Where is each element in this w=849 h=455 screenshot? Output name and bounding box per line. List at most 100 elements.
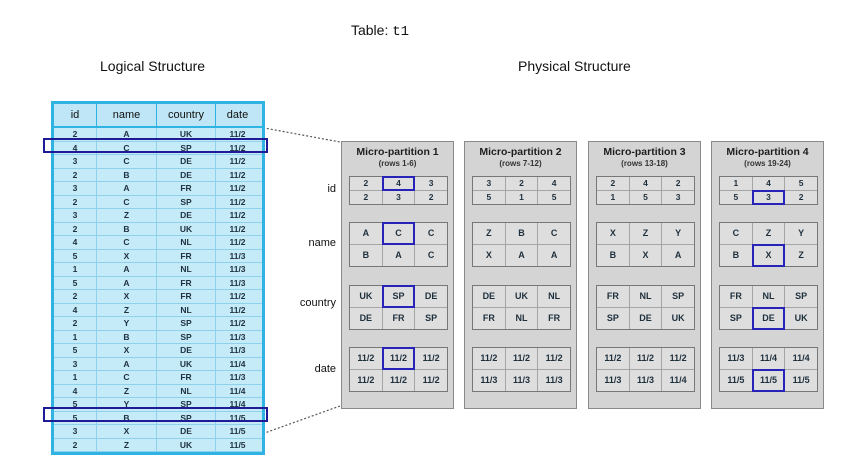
table-cell: 11/2 — [229, 291, 246, 301]
partition-cell: X — [751, 244, 786, 267]
table-cell: 11/5 — [229, 426, 246, 436]
partition-cell: 11/5 — [751, 369, 786, 392]
table-cell: 5 — [54, 249, 97, 262]
table-cell: DE — [157, 425, 216, 438]
partition-cell: C — [415, 245, 447, 266]
table-cell: Z — [97, 303, 157, 316]
table-cell: 4 — [54, 141, 97, 154]
partition-cell: FR — [720, 286, 752, 307]
partition-cell: 11/2 — [415, 370, 447, 391]
table-cell: 3 — [54, 182, 97, 195]
partition-cell: 3 — [382, 191, 415, 204]
table-cell: NL — [157, 384, 216, 397]
row-label-id: id — [327, 183, 336, 195]
partition-cell: FR — [597, 286, 629, 307]
partition-cell: C — [538, 223, 570, 244]
partition-cell: Z — [629, 223, 662, 244]
partition-cell: SP — [381, 285, 416, 308]
partition-cell: Z — [473, 223, 505, 244]
table-cell: 11/2 — [229, 210, 246, 220]
table-cell: 5 — [54, 276, 97, 289]
partition-cell: C — [381, 222, 416, 245]
table-cell: UK — [157, 438, 216, 451]
table-cell: 11/5 — [229, 412, 246, 423]
table-cell: DE — [157, 209, 216, 222]
table-cell: FR — [157, 182, 216, 195]
physical-structure-label: Physical Structure — [518, 58, 631, 74]
partition-cell: FR — [538, 308, 570, 329]
partition-cell: Y — [785, 223, 817, 244]
table-cell: 11/2 — [229, 237, 246, 247]
table-cell: DE — [157, 168, 216, 181]
table-cell: 2 — [54, 168, 97, 181]
partition-cell: B — [720, 245, 752, 266]
partition-cell: DE — [751, 307, 786, 330]
logical-structure-label: Logical Structure — [100, 58, 206, 74]
partition-cell: DE — [350, 308, 382, 329]
partition-cell: X — [597, 223, 629, 244]
partition-cell: UK — [505, 286, 538, 307]
partition-cell: DE — [629, 308, 662, 329]
table-cell: 2 — [54, 195, 97, 208]
partition-cell: B — [505, 223, 538, 244]
partition-cell: 2 — [597, 177, 629, 190]
partition-cell: 11/2 — [505, 348, 538, 369]
connector-bottom — [258, 405, 341, 436]
table-cell: 11/5 — [229, 439, 246, 450]
highlighted-row-23 — [43, 407, 268, 422]
partition-cell: A — [505, 245, 538, 266]
table-cell: DE — [157, 155, 216, 168]
partition-cell: 11/2 — [538, 348, 570, 369]
partition-cell: UK — [350, 286, 382, 307]
partition-title: Micro-partition 4 — [726, 146, 809, 158]
partition-cell: 3 — [662, 191, 694, 204]
partition-cell: 11/4 — [785, 348, 817, 369]
table-cell: NL — [157, 236, 216, 249]
partition-cell: Z — [752, 223, 785, 244]
partition-cell: 11/2 — [629, 348, 662, 369]
partition-cell: B — [350, 245, 382, 266]
partition-cell: 11/2 — [597, 348, 629, 369]
table-cell: 11/4 — [229, 399, 246, 409]
table-cell: C — [97, 236, 157, 249]
partition-row-range: (rows 13-18) — [621, 159, 668, 168]
table-cell: 2 — [54, 128, 97, 141]
table-cell: X — [97, 249, 157, 262]
partition-cell: FR — [382, 308, 415, 329]
partition-cell: Y — [662, 223, 694, 244]
table-cell: B — [97, 168, 157, 181]
table-cell: 11/3 — [229, 331, 246, 342]
table-cell: FR — [157, 276, 216, 289]
table-cell: 4 — [54, 384, 97, 397]
table-cell: 11/2 — [229, 129, 246, 139]
table-cell: 5 — [54, 398, 97, 411]
partition-cell: NL — [752, 286, 785, 307]
partition-cell: 2 — [350, 191, 382, 204]
table-cell: 11/3 — [229, 264, 246, 274]
partition-cell: NL — [505, 308, 538, 329]
partition-cell: X — [629, 245, 662, 266]
